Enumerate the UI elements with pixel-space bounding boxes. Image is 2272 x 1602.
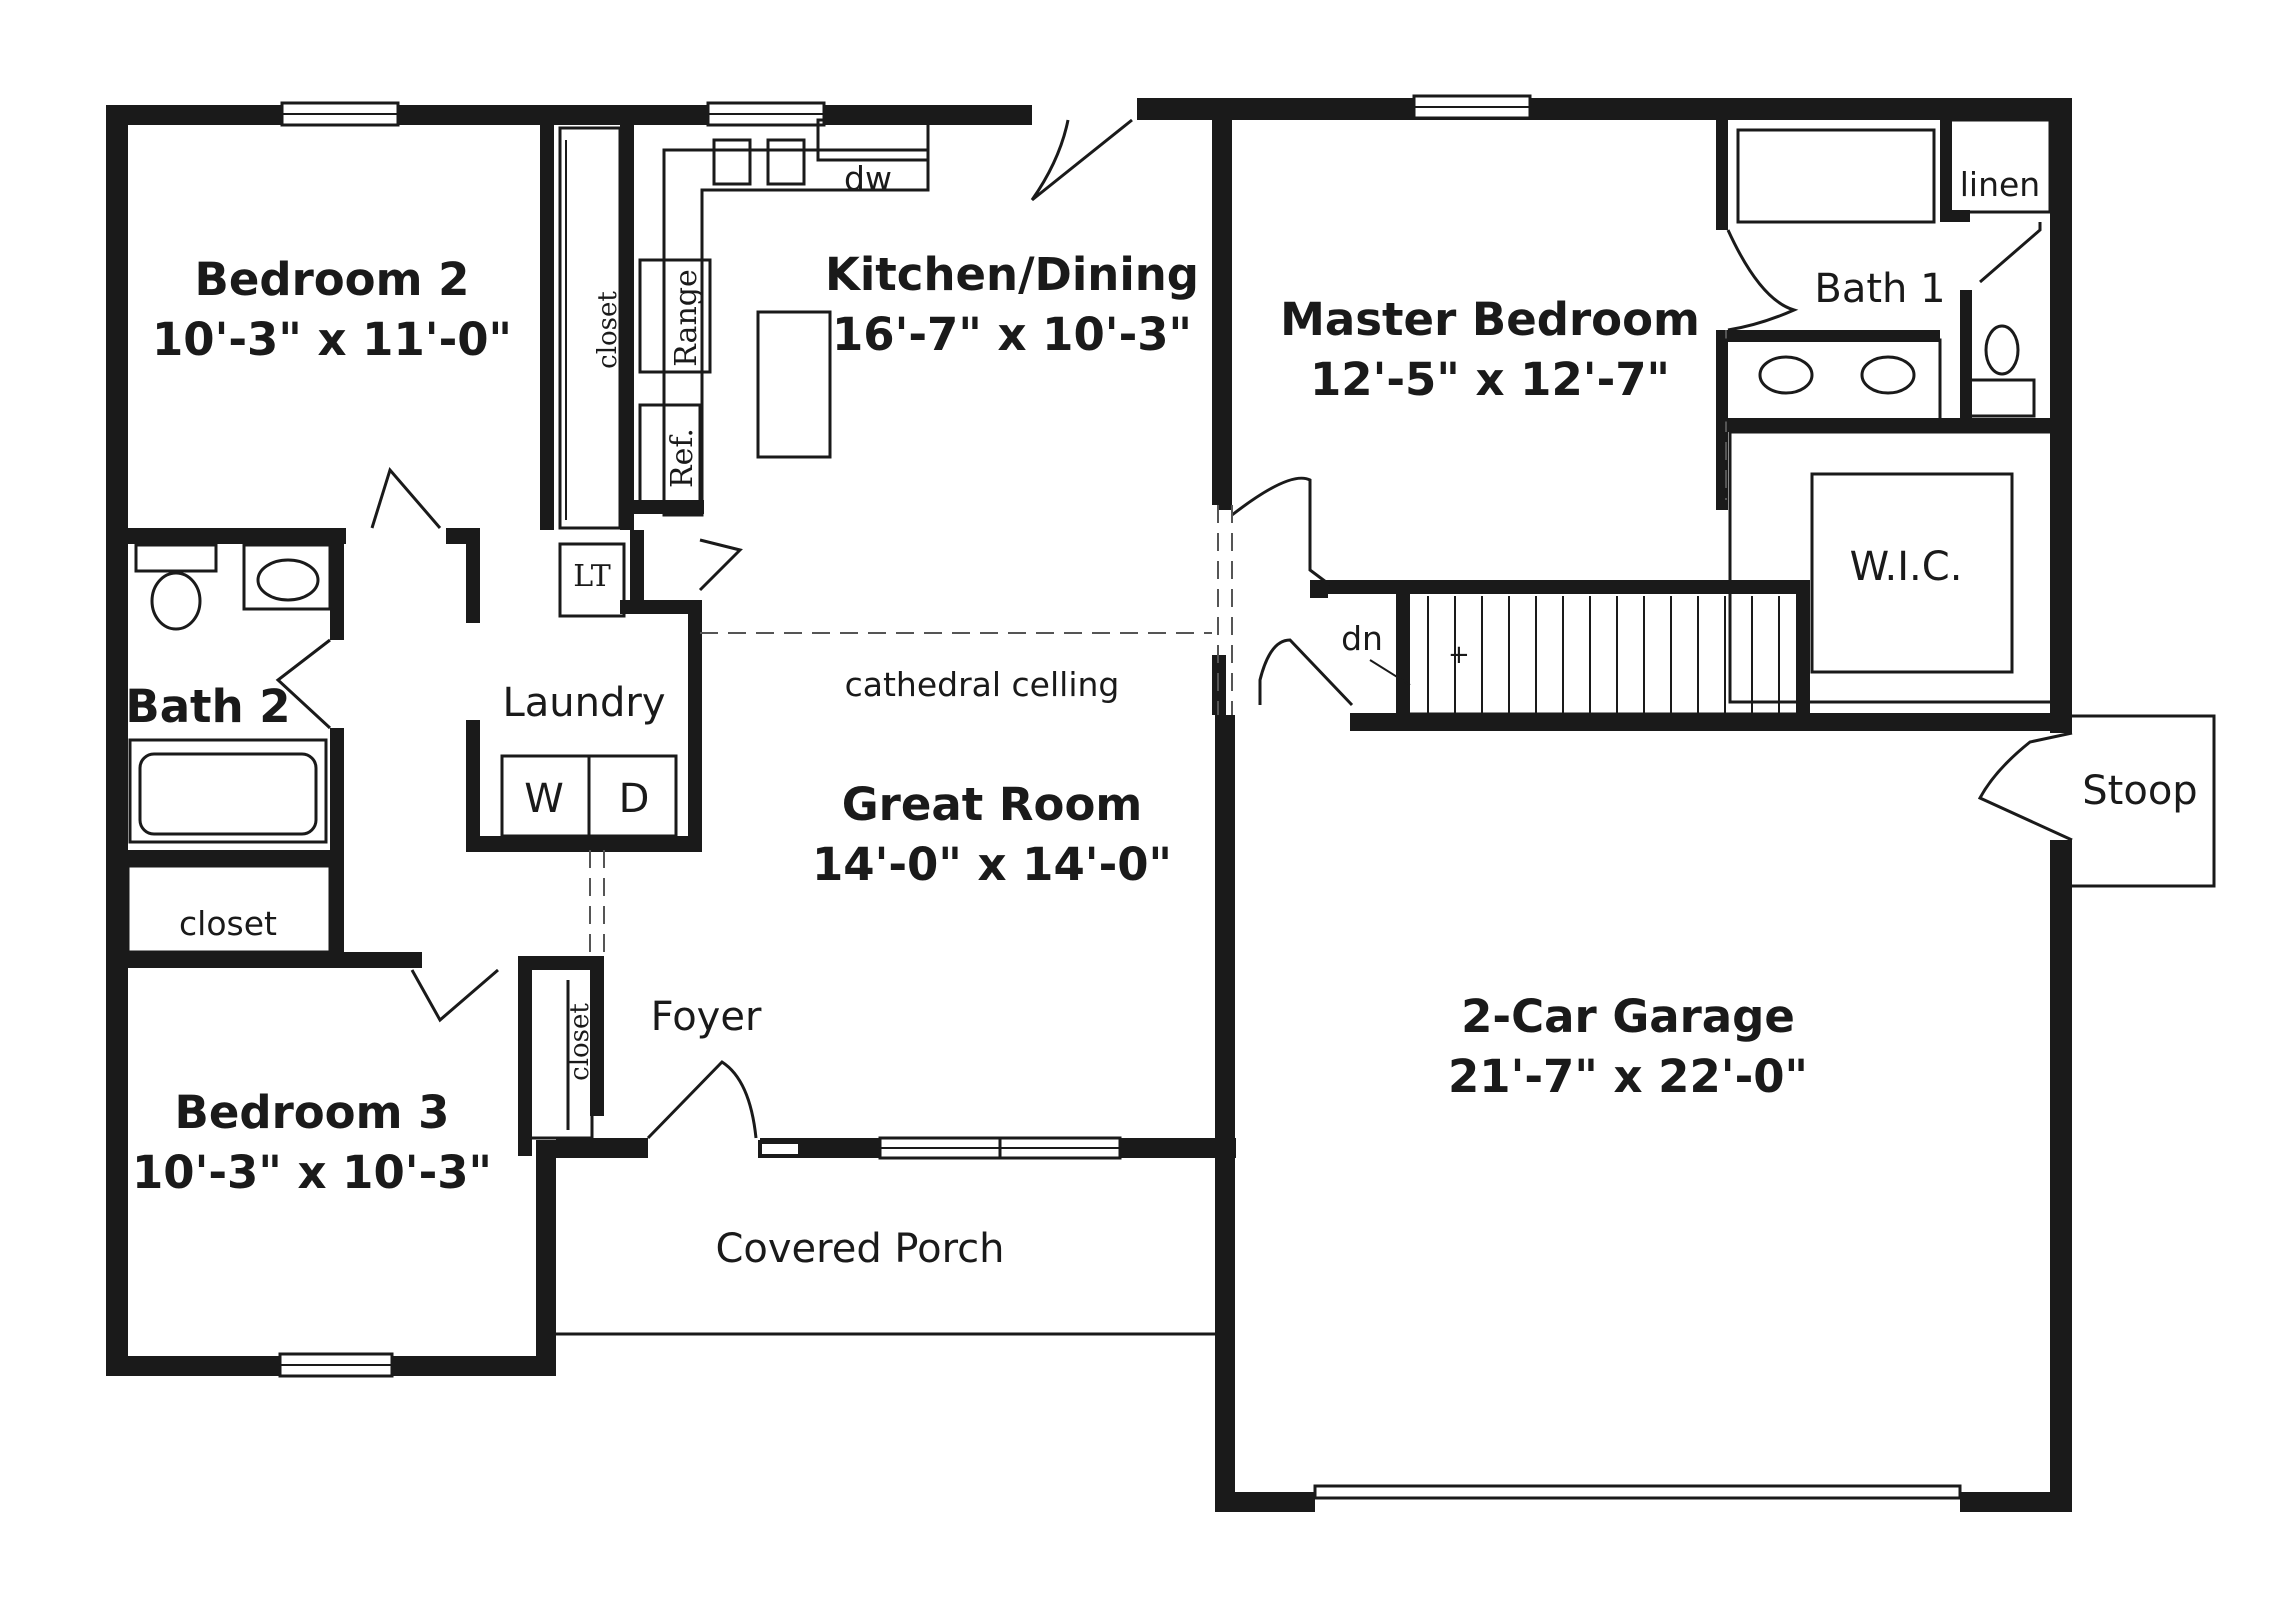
foyer-closet-label: closet (565, 1003, 595, 1081)
windows (278, 94, 1532, 1378)
master-name: Master Bedroom (1280, 293, 1700, 346)
bedroom2-size: 10'-3" x 11'-0" (152, 313, 512, 366)
range-label: Range (669, 269, 704, 366)
laundry-fixtures (500, 542, 678, 838)
garage-name: 2-Car Garage (1461, 990, 1795, 1043)
bath1-name: Bath 1 (1814, 266, 1945, 312)
doors (275, 118, 2073, 1140)
foyer-name: Foyer (651, 994, 762, 1040)
laundry-name: Laundry (502, 680, 665, 726)
kitchen-size: 16'-7" x 10'-3" (832, 308, 1192, 361)
room-labels: Bedroom 2 10'-3" x 11'-0" Kitchen/Dining… (125, 248, 2197, 1272)
garage-size: 21'-7" x 22'-0" (1448, 1050, 1808, 1103)
bedroom3-name: Bedroom 3 (175, 1086, 450, 1139)
master-size: 12'-5" x 12'-7" (1310, 353, 1670, 406)
stairs: + (1310, 580, 1808, 716)
bath1-fixtures (1724, 118, 2052, 422)
stoop-name: Stoop (2082, 768, 2197, 814)
bedroom3-size: 10'-3" x 10'-3" (132, 1146, 492, 1199)
fixture-labels: dw Range Ref. closet closet closet linen… (179, 159, 2040, 1081)
bedroom2-closet-label: closet (593, 291, 623, 369)
svg-text:+: + (1448, 640, 1470, 670)
kitchen-name: Kitchen/Dining (825, 248, 1199, 301)
great-room-name: Great Room (842, 778, 1143, 831)
dishwasher-label: dw (844, 159, 892, 198)
stairs-down-label: dn (1341, 619, 1383, 658)
bath2-fixtures (126, 543, 332, 954)
washer-label: W (524, 776, 564, 822)
great-room-size: 14'-0" x 14'-0" (812, 838, 1172, 891)
wic-fixtures (1728, 430, 2058, 704)
lt-label: LT (573, 559, 611, 594)
bedroom2-name: Bedroom 2 (195, 253, 470, 306)
kitchen-fixtures (558, 118, 930, 530)
dryer-label: D (619, 776, 650, 822)
cathedral-ceiling-label: cathedral celling (845, 665, 1120, 704)
bath2-name: Bath 2 (125, 680, 290, 733)
wic-name: W.I.C. (1850, 544, 1963, 590)
foyer-closet (528, 966, 594, 1140)
ref-label: Ref. (665, 428, 700, 488)
porch-name: Covered Porch (715, 1226, 1004, 1272)
linen-label: linen (1960, 165, 2040, 204)
stoop-porch (556, 714, 2216, 1500)
bath2-closet-label: closet (179, 904, 277, 943)
